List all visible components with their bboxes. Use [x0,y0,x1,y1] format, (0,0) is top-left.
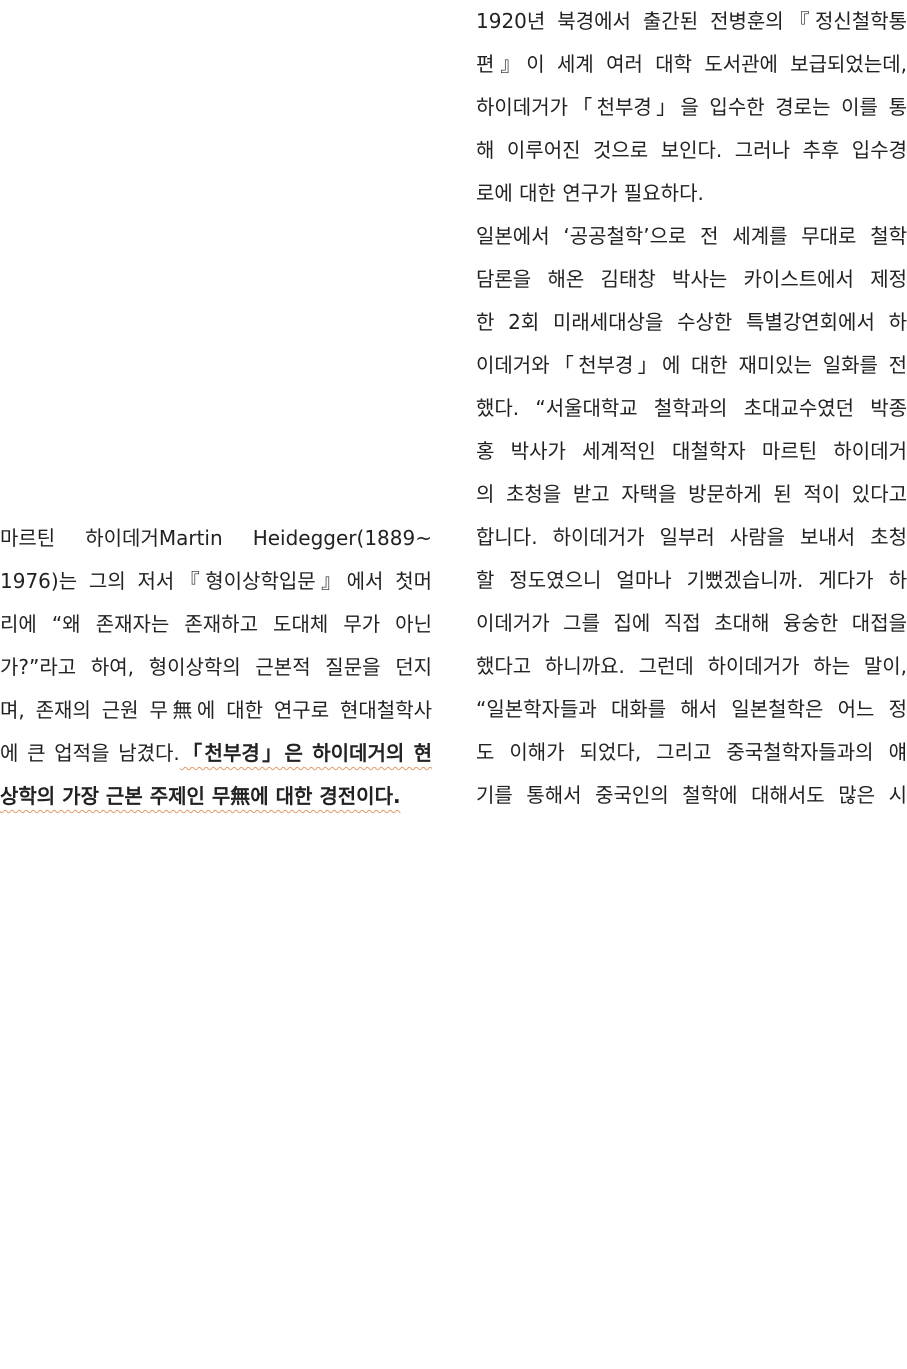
text-line: 이데거와「천부경」에 대한 재미있는 일화를 전 [476,353,907,377]
highlighted-text: 상학의 가장 근본 주제인 무無에 대한 경전이다. [0,784,401,808]
text-line: 이데거가 그를 집에 직접 초대해 융숭한 대접을 [476,611,907,635]
text-line: 가?”라고 하여, 형이상학의 근본적 질문을 던지 [0,655,432,679]
text-segment: 에 큰 업적을 남겼다. [0,741,180,765]
text-line: 며, 존재의 근원 무無에 대한 연구로 현대철학사 [0,698,432,722]
paragraph-2: 일본에서 ‘공공철학’으로 전 세계를 무대로 철학 담론을 해온 김태창 박사… [476,215,907,817]
text-line: 편』이 세계 여러 대학 도서관에 보급되었는데, [476,52,907,76]
text-line: 할 정도였으니 얼마나 기뻤겠습니까. 게다가 하 [476,568,907,592]
text-line: 의 초청을 받고 자택을 방문하게 된 적이 있다고 [476,482,907,506]
left-column: 마르틴 하이데거Martin Heidegger(1889~ 1976)는 그의… [0,517,432,818]
text-line: 기를 통해서 중국인의 철학에 대해서도 많은 시 [476,783,907,807]
text-line: 합니다. 하이데거가 일부러 사람을 보내서 초청 [476,525,907,549]
text-line: 했다고 하니까요. 그런데 하이데거가 하는 말이, [476,654,907,678]
text-line: 1920년 북경에서 출간된 전병훈의『정신철학통 [476,9,907,33]
text-line: 하이데거가「천부경」을 입수한 경로는 이를 통 [476,95,907,119]
text-line: 담론을 해온 김태창 박사는 카이스트에서 제정 [476,267,907,291]
text-line: 로에 대한 연구가 필요하다. [476,181,704,205]
text-line: 했다. “서울대학교 철학과의 초대교수였던 박종 [476,396,907,420]
text-line: 도 이해가 되었다, 그리고 중국철학자들과의 얘 [476,740,907,764]
paragraph-1: 1920년 북경에서 출간된 전병훈의『정신철학통 편』이 세계 여러 대학 도… [476,0,907,215]
text-line: 한 2회 미래세대상을 수상한 특별강연회에서 하 [476,310,907,334]
text-line: 해 이루어진 것으로 보인다. 그러나 추후 입수경 [476,138,907,162]
highlighted-text: 「천부경」은 하이데거의 현 [179,741,432,765]
text-line: “일본학자들과 대화를 해서 일본철학은 어느 정 [476,697,907,721]
right-column: 1920년 북경에서 출간된 전병훈의『정신철학통 편』이 세계 여러 대학 도… [476,0,907,817]
text-line: 상학의 가장 근본 주제인 무無에 대한 경전이다. [0,775,432,818]
text-line: 일본에서 ‘공공철학’으로 전 세계를 무대로 철학 [476,224,907,248]
text-line: 마르틴 하이데거Martin Heidegger(1889~ [0,526,432,550]
text-line: 홍 박사가 세계적인 대철학자 마르틴 하이데거 [476,439,907,463]
text-line: 리에 “왜 존재자는 존재하고 도대체 무가 아닌 [0,612,432,636]
text-line: 에 큰 업적을 남겼다.「천부경」은 하이데거의 현 [0,732,432,775]
text-line: 1976)는 그의 저서『형이상학입문』에서 첫머 [0,569,432,593]
